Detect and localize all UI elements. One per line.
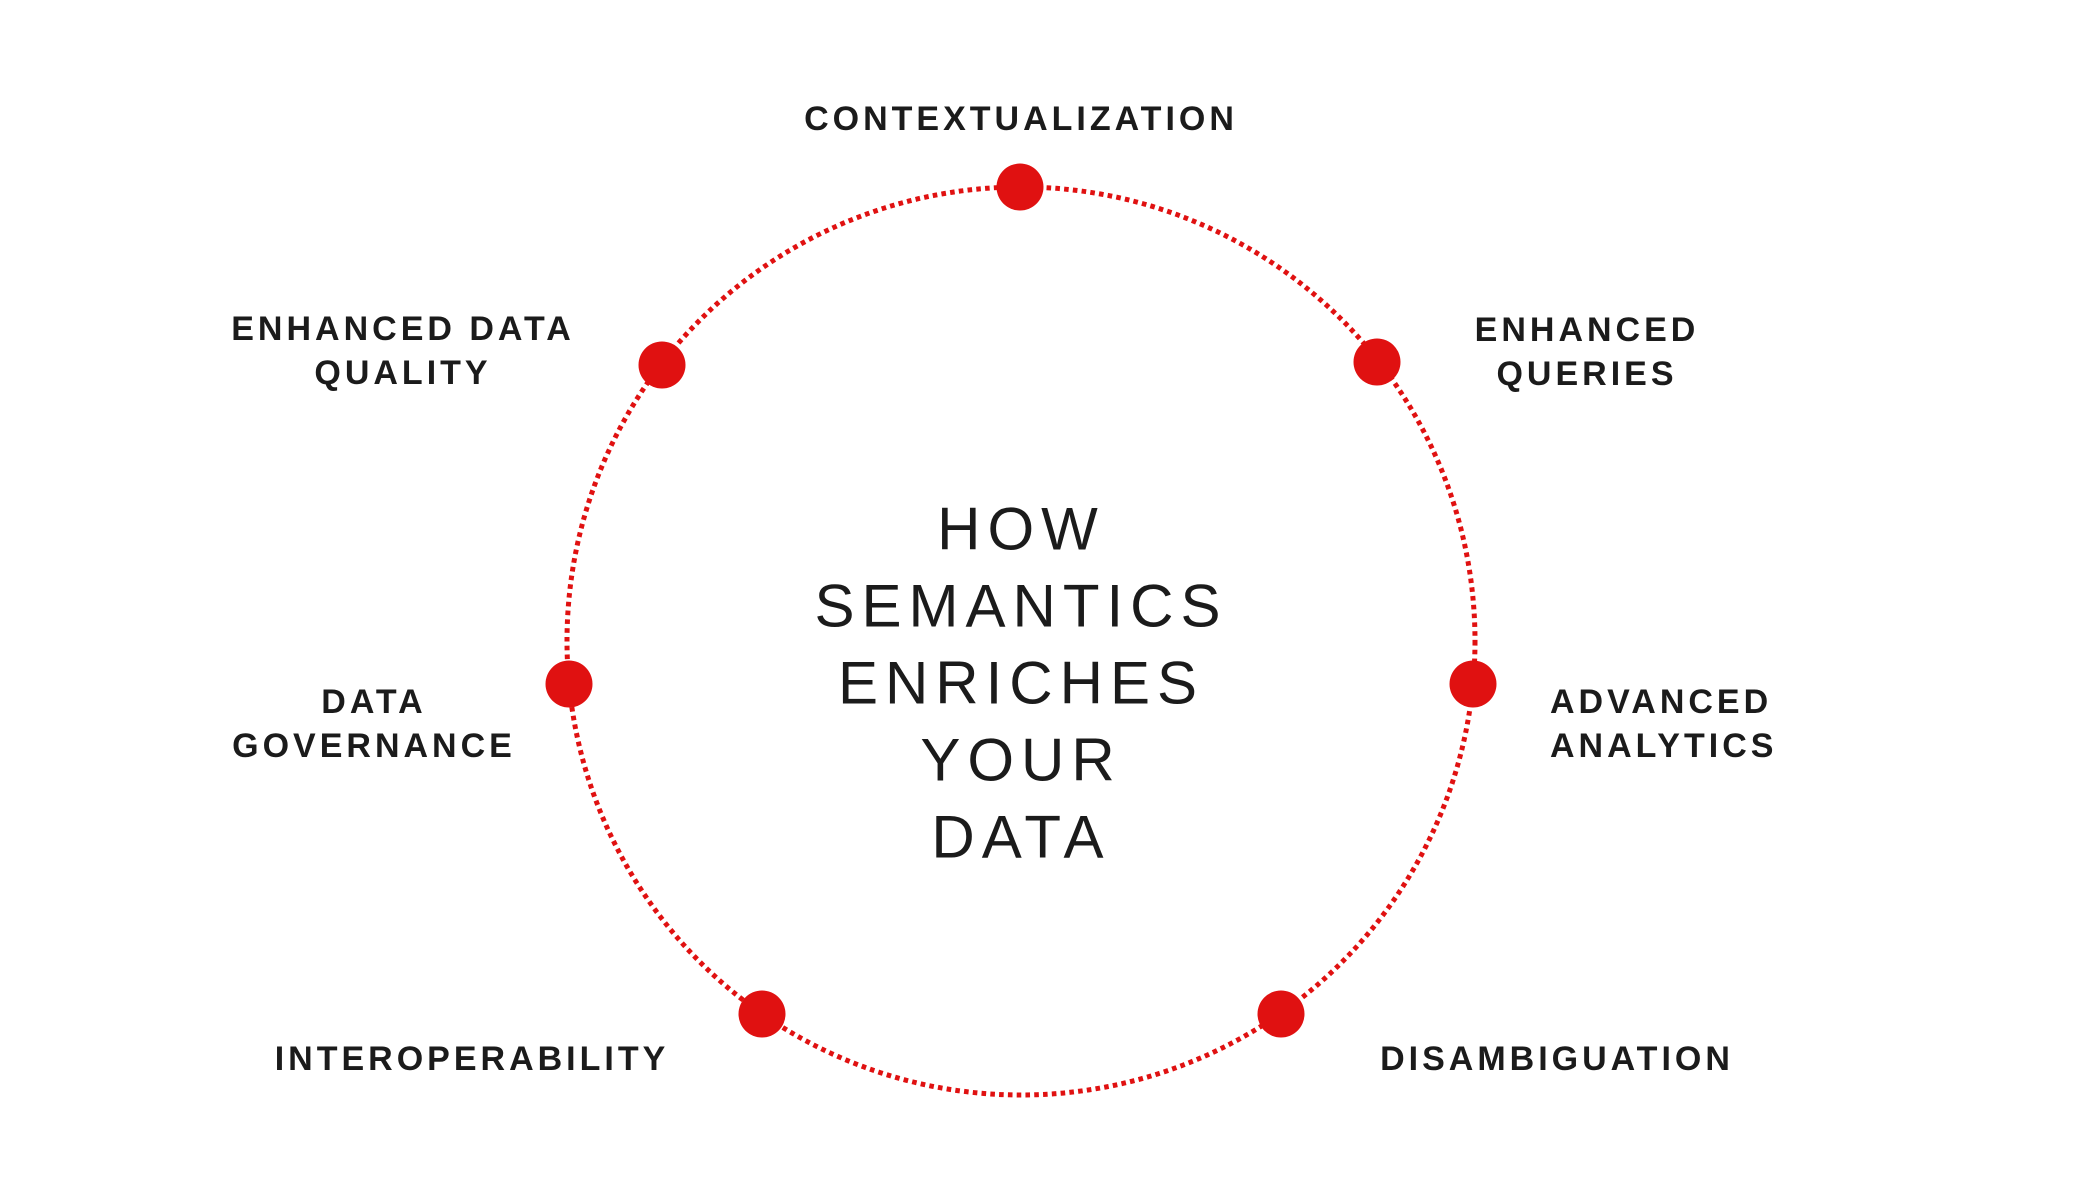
node-dot-data-governance [545,660,593,708]
label-disambiguation: DISAMBIGUATION [1380,1040,1734,1078]
node-dot-disambiguation [1257,990,1305,1038]
label-data-governance: DATA GOVERNANCE [232,683,516,765]
node-dot-enhanced-data-quality [638,341,686,389]
label-enhanced-data-quality: ENHANCED DATA QUALITY [231,310,575,392]
label-enhanced-queries: ENHANCED QUERIES [1474,311,1700,393]
node-dot-contextualization [996,163,1044,211]
node-dot-advanced-analytics [1449,660,1497,708]
node-dot-interoperability [738,990,786,1038]
label-interoperability: INTEROPERABILITY [274,1040,670,1078]
diagram-title: HOW SEMANTICS ENRICHES YOUR DATA [814,495,1228,871]
label-advanced-analytics: ADVANCED ANALYTICS [1550,683,1778,765]
node-dot-enhanced-queries [1353,338,1401,386]
label-contextualization: CONTEXTUALIZATION [804,100,1238,138]
